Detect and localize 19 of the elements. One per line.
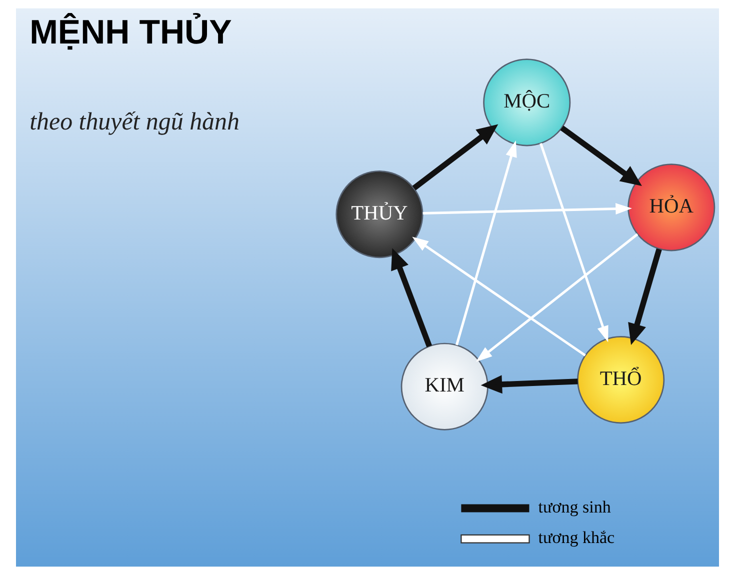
- arrow: [628, 248, 662, 345]
- arrow: [540, 142, 608, 342]
- arrow: [476, 233, 638, 362]
- node-circle: THỦY: [336, 170, 424, 258]
- legend-label: tương khắc: [538, 528, 615, 547]
- arrow: [412, 236, 586, 356]
- node-circle: MỘC: [483, 58, 571, 146]
- arrow: [560, 126, 642, 186]
- arrow: [480, 375, 578, 394]
- node-circle: THỔ: [577, 336, 665, 424]
- arrow: [455, 140, 517, 346]
- legend-label: tương sinh: [538, 497, 611, 516]
- node-circle: HỎA: [628, 164, 716, 252]
- node-circle: KIM: [400, 342, 488, 430]
- arrow: [412, 124, 498, 190]
- label: theo thuyết ngũ hành: [30, 108, 240, 136]
- arrow: [391, 248, 432, 348]
- diagram-title: MỆNH THỦY: [30, 13, 232, 52]
- arrow: [422, 203, 632, 215]
